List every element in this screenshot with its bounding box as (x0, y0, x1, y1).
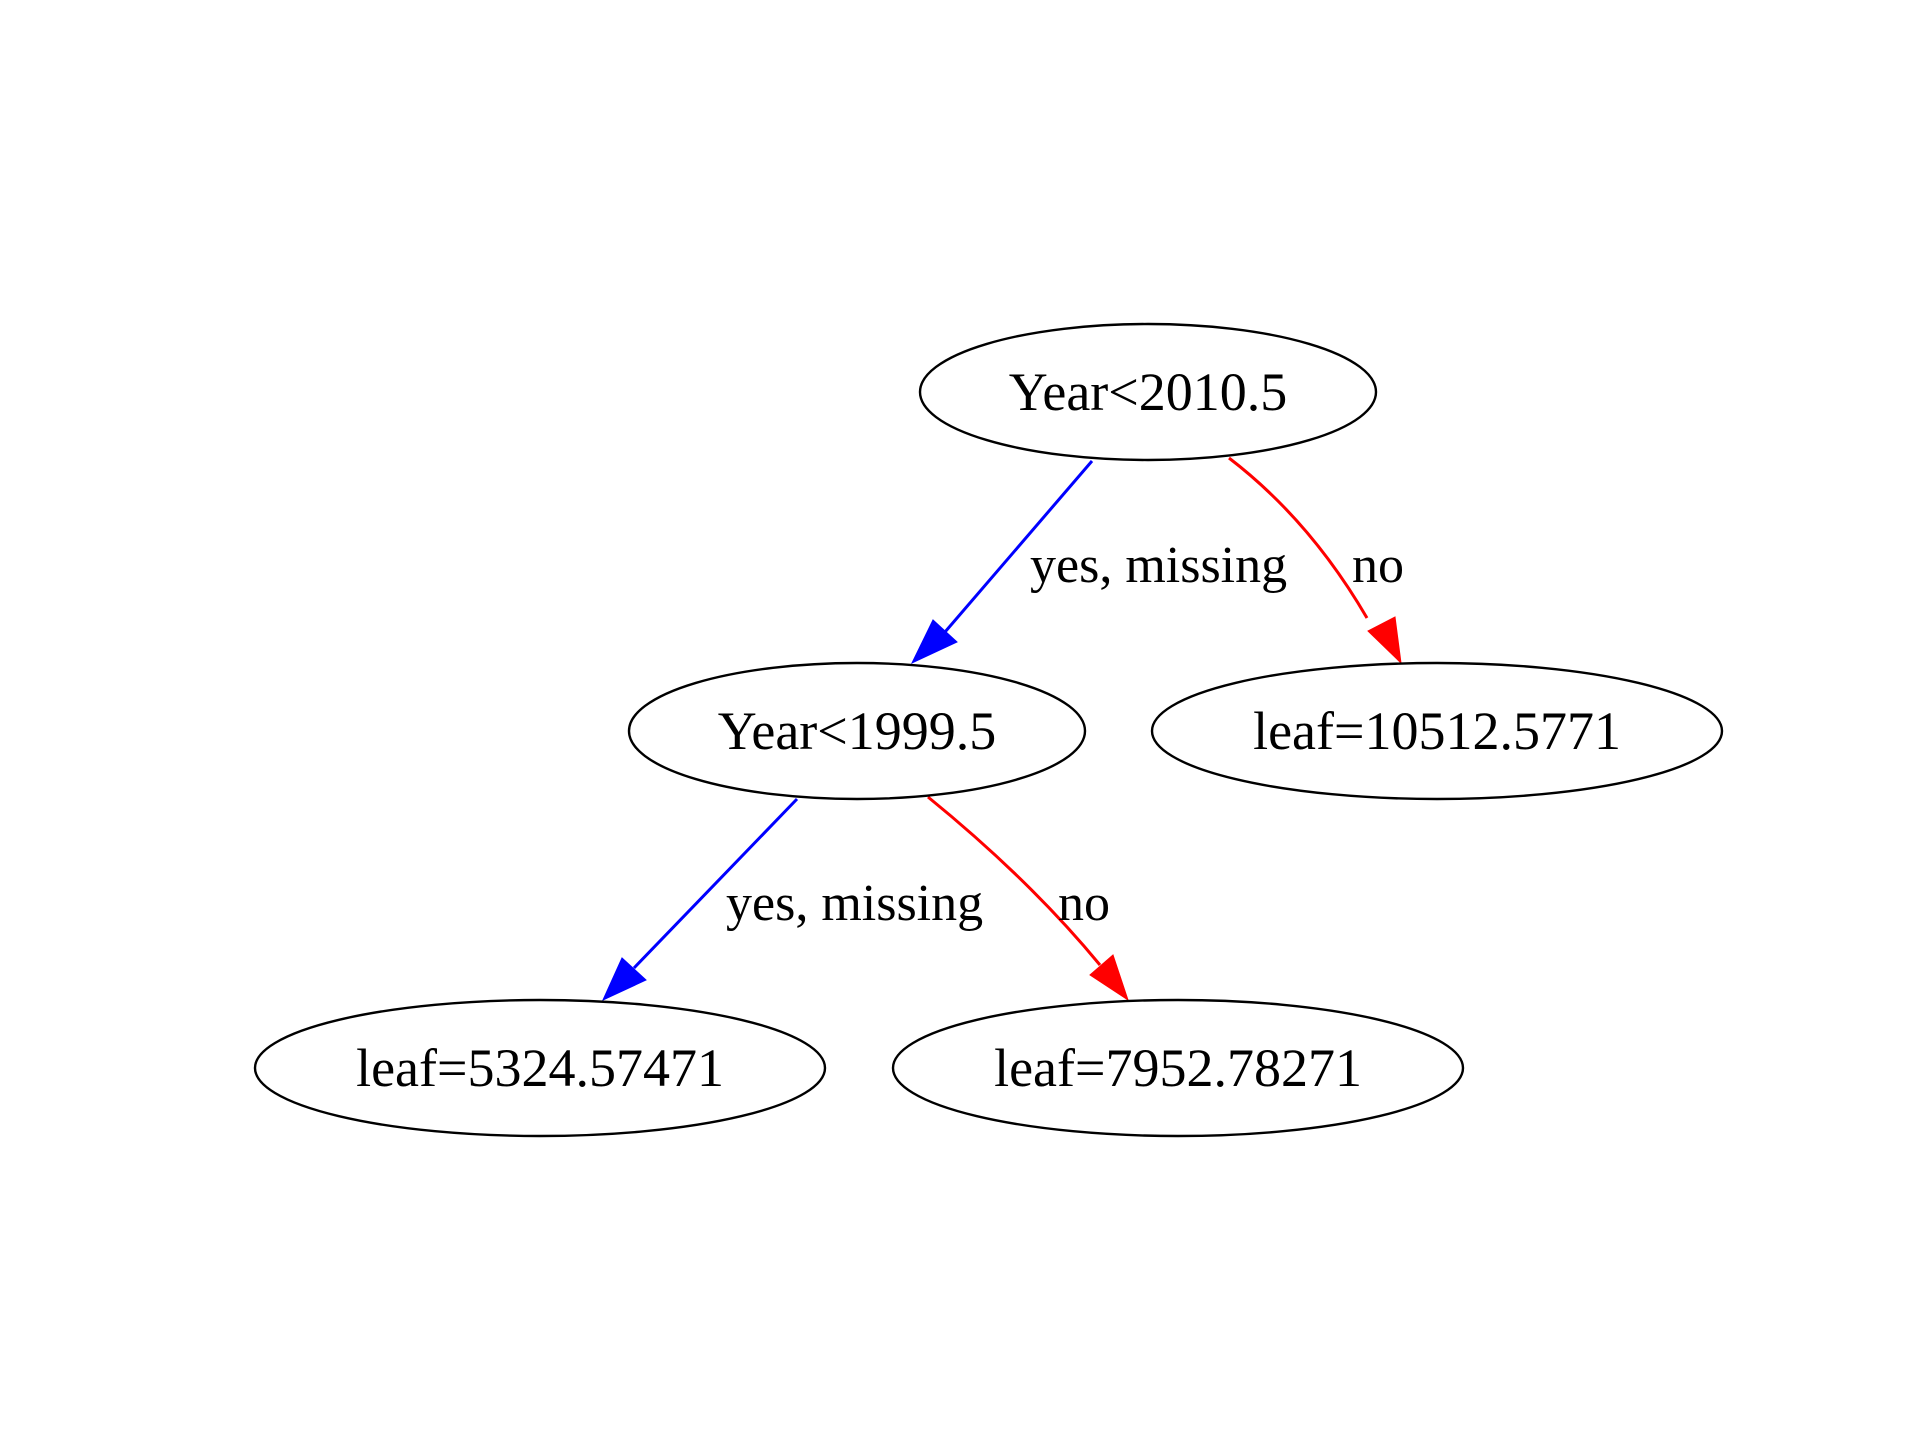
edge-root-no-line (1228, 456, 1369, 619)
edge-split-no-line (927, 795, 1102, 966)
node-root-shape (918, 322, 1378, 462)
node-leaf-10512-label: leaf=10512.5771 (1253, 701, 1621, 761)
edge-root-no-arrowhead (1367, 616, 1402, 665)
edge-split-yes: yes, missing (601, 797, 983, 1002)
edge-split-no: no (927, 795, 1129, 1002)
node-leaf-5324-shape (253, 998, 827, 1138)
node-leaf-5324: leaf=5324.57471 (253, 998, 827, 1138)
node-split-1999-shape (627, 661, 1087, 801)
node-leaf-10512-shape (1150, 661, 1724, 801)
node-root-label: Year<2010.5 (1009, 362, 1287, 422)
node-leaf-7952-label: leaf=7952.78271 (994, 1038, 1362, 1098)
node-leaf-10512: leaf=10512.5771 (1150, 661, 1724, 801)
node-leaf-7952: leaf=7952.78271 (891, 998, 1465, 1138)
edge-root-no: no (1228, 456, 1404, 665)
node-leaf-7952-shape (891, 998, 1465, 1138)
node-split-1999-label: Year<1999.5 (718, 701, 996, 761)
edge-root-yes: yes, missing (910, 460, 1287, 665)
node-root: Year<2010.5 (918, 322, 1378, 462)
edge-root-no-label: no (1352, 537, 1404, 594)
edge-split-no-label: no (1058, 875, 1110, 932)
edge-root-yes-label: yes, missing (1030, 537, 1287, 594)
edge-split-yes-line (632, 797, 799, 970)
edge-root-yes-arrowhead (910, 619, 958, 665)
edge-split-yes-label: yes, missing (726, 875, 983, 932)
edge-split-yes-arrowhead (601, 957, 647, 1002)
node-split-1999: Year<1999.5 (627, 661, 1087, 801)
node-leaf-5324-label: leaf=5324.57471 (356, 1038, 724, 1098)
edge-split-no-arrowhead (1089, 954, 1129, 1002)
edge-root-yes-line (943, 460, 1094, 633)
